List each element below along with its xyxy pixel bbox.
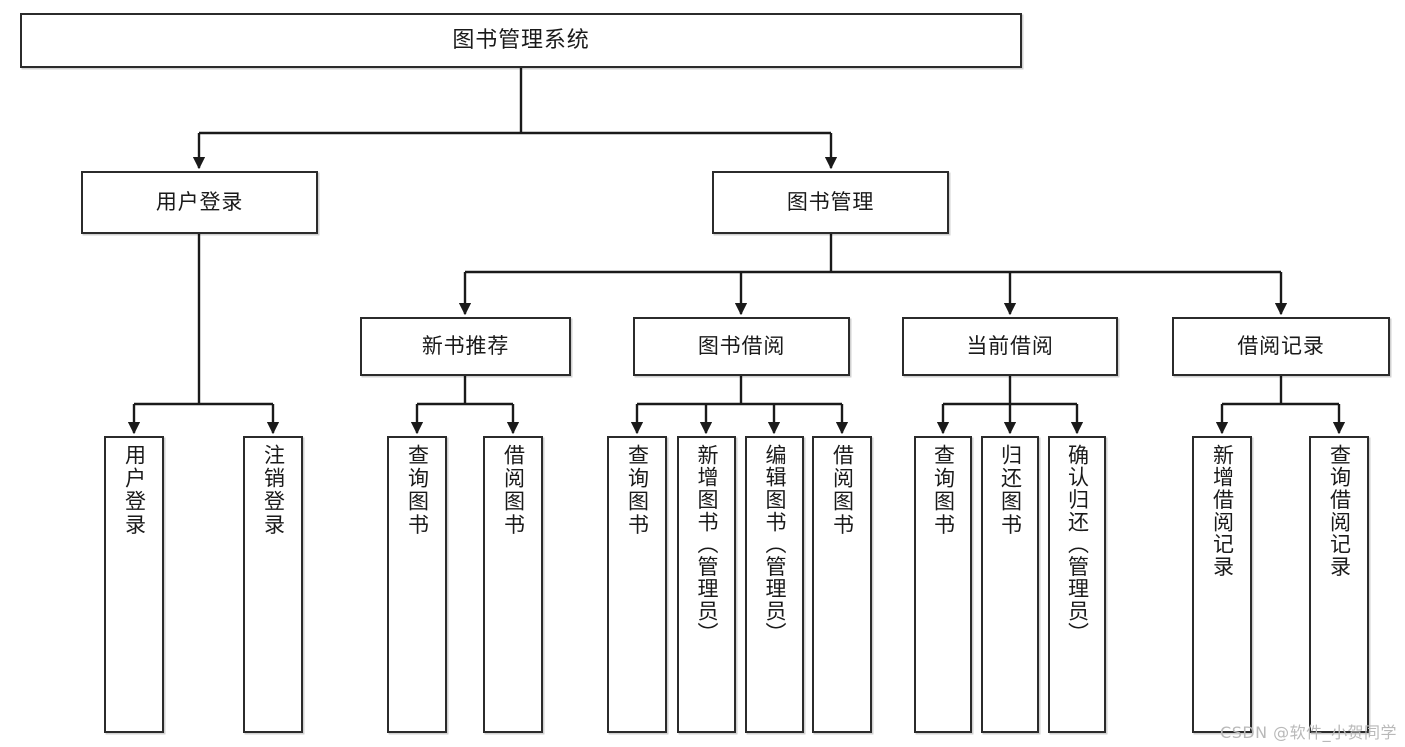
- node-book-borrow[interactable]: 图书借阅: [633, 317, 850, 376]
- node-user-login[interactable]: 用户登录: [81, 171, 318, 234]
- node-label: 新增图书（管理员）: [695, 444, 719, 645]
- node-book-management[interactable]: 图书管理: [712, 171, 949, 234]
- node-label: 图书管理系统: [452, 27, 590, 53]
- node-label: 图书借阅: [697, 334, 786, 359]
- leaf-user-login-logout[interactable]: 注销登录: [243, 436, 303, 733]
- leaf-book-borrow-edit-book-admin[interactable]: 编辑图书（管理员）: [745, 436, 804, 733]
- leaf-user-login-login[interactable]: 用户登录: [104, 436, 164, 733]
- csdn-watermark: CSDN @软件_小贺同学: [1220, 723, 1397, 742]
- node-label: 注销登录: [261, 444, 286, 537]
- node-current-borrow[interactable]: 当前借阅: [902, 317, 1118, 376]
- node-label: 图书管理: [786, 190, 875, 215]
- leaf-current-borrow-confirm-return-admin[interactable]: 确认归还（管理员）: [1048, 436, 1106, 733]
- node-label: 用户登录: [155, 190, 244, 215]
- node-label: 确认归还（管理员）: [1065, 444, 1090, 645]
- node-label: 查询图书: [931, 444, 956, 537]
- node-label: 新书推荐: [421, 334, 510, 359]
- node-label: 归还图书: [998, 444, 1023, 537]
- node-borrow-record[interactable]: 借阅记录: [1172, 317, 1390, 376]
- leaf-new-book-borrow-book[interactable]: 借阅图书: [483, 436, 543, 733]
- leaf-book-borrow-query-book[interactable]: 查询图书: [607, 436, 667, 733]
- leaf-new-book-query-book[interactable]: 查询图书: [387, 436, 447, 733]
- leaf-borrow-record-add-record[interactable]: 新增借阅记录: [1192, 436, 1252, 733]
- leaf-borrow-record-query-record[interactable]: 查询借阅记录: [1309, 436, 1369, 733]
- node-label: 借阅图书: [830, 444, 855, 537]
- node-label: 查询图书: [405, 444, 430, 537]
- node-root-system[interactable]: 图书管理系统: [20, 13, 1022, 68]
- node-label: 查询借阅记录: [1327, 444, 1352, 578]
- node-label: 用户登录: [122, 444, 147, 537]
- node-label: 借阅图书: [501, 444, 526, 537]
- node-label: 新增借阅记录: [1210, 444, 1235, 578]
- node-label: 当前借阅: [966, 334, 1054, 359]
- node-new-book-recommend[interactable]: 新书推荐: [360, 317, 571, 376]
- leaf-book-borrow-add-book-admin[interactable]: 新增图书（管理员）: [677, 436, 736, 733]
- leaf-book-borrow-borrow-book[interactable]: 借阅图书: [812, 436, 872, 733]
- node-label: 查询图书: [625, 444, 650, 537]
- node-label: 编辑图书（管理员）: [763, 444, 787, 645]
- leaf-current-borrow-query-book[interactable]: 查询图书: [914, 436, 972, 733]
- leaf-current-borrow-return-book[interactable]: 归还图书: [981, 436, 1039, 733]
- node-label: 借阅记录: [1237, 334, 1325, 359]
